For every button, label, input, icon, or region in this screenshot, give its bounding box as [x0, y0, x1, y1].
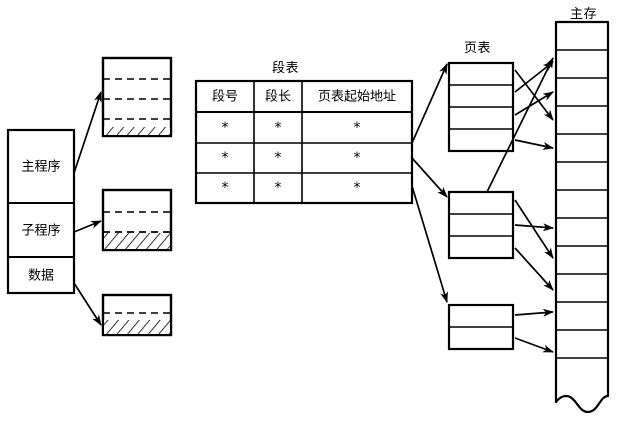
segment-table-title: 段表 — [272, 61, 300, 76]
segment-table-header-0: 段号 — [212, 90, 238, 105]
segment-table-cell-0-2: * — [354, 120, 361, 136]
main-memory — [554, 20, 610, 414]
data-block — [101, 293, 173, 337]
program-box: 主程序 子程序 数据 — [6, 128, 76, 295]
program-to-block-arrows — [73, 91, 102, 326]
program-segment-label-1: 子程序 — [21, 224, 60, 239]
segment-table-cell-0-0: * — [222, 120, 229, 136]
page-table-title: 页表 — [464, 41, 492, 56]
segment-table: 段号 段长 页表起始地址 * * * * * * * * * — [194, 79, 414, 205]
segment-table-cell-1-1: * — [275, 150, 282, 166]
main-program-block — [101, 56, 173, 138]
segment-table-cell-1-2: * — [354, 150, 361, 166]
segment-table-cell-2-2: * — [354, 180, 361, 196]
sub-program-block — [101, 188, 173, 252]
program-segment-label-2: 数据 — [28, 269, 54, 284]
segment-table-header-2: 页表起始地址 — [318, 90, 396, 105]
program-segment-label-0: 主程序 — [21, 160, 60, 175]
segment-table-header-1: 段长 — [265, 90, 291, 105]
main-memory-title: 主存 — [570, 7, 598, 22]
page-table-2 — [447, 190, 515, 260]
segment-table-cell-2-1: * — [275, 180, 282, 196]
page-table-3 — [447, 303, 515, 351]
segment-table-cell-0-1: * — [275, 120, 282, 136]
page-table-1 — [447, 61, 515, 153]
segment-table-cell-1-0: * — [222, 150, 229, 166]
table-to-pagetable-arrows — [411, 63, 448, 303]
pagetable-to-memory-arrows — [486, 57, 554, 353]
segment-table-cell-2-0: * — [222, 180, 229, 196]
